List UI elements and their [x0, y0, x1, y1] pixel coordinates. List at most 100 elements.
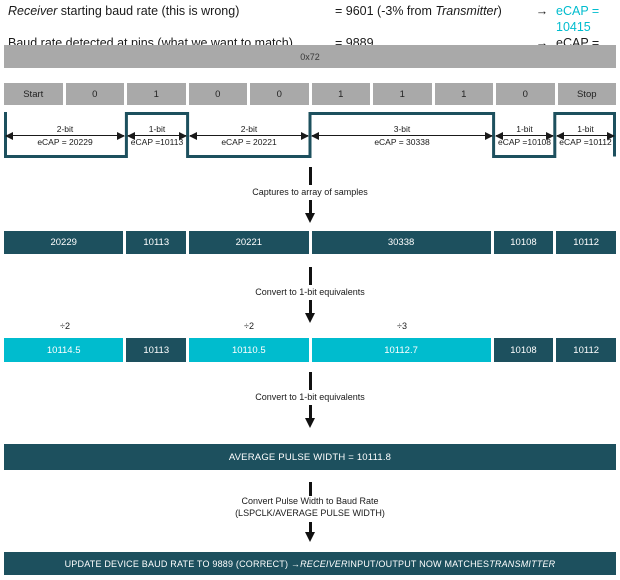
header-line-receiver: Receiver starting baud rate (this is wro… — [8, 3, 616, 35]
sample-cell: 10108 — [493, 231, 554, 254]
final-bar-mid: INPUT/OUTPUT NOW MATCHES — [347, 558, 490, 569]
flow-label-line2: (LSPCLK/AVERAGE PULSE WIDTH) — [235, 508, 385, 518]
capture-span-3: 2-bit eCAP = 20221 — [188, 122, 310, 150]
capture-span-6: 1-bit eCAP =10112 — [555, 122, 616, 150]
bit-cell: 1 — [434, 83, 493, 105]
arrow-stem — [308, 522, 312, 532]
arrow-right-icon — [607, 131, 615, 140]
receiver-baud-value: = 9601 (-3% from Transmitter) — [335, 3, 528, 35]
span-arrow-line — [128, 135, 186, 136]
arrow-left-icon — [127, 131, 135, 140]
bit-cell: 0 — [496, 83, 555, 105]
arrow-down-icon — [305, 213, 315, 223]
span-arrow-line — [557, 135, 614, 136]
arrow-down-icon — [305, 313, 315, 323]
uart-waveform — [4, 112, 616, 158]
flow-label-line1: Convert Pulse Width to Baud Rate — [241, 496, 379, 506]
update-baud-rate-bar: UPDATE DEVICE BAUD RATE TO 9889 (CORRECT… — [4, 552, 616, 575]
span-bits-label: 1-bit — [516, 124, 533, 134]
span-ecap-label: eCAP =10113 — [130, 137, 184, 147]
bit-cell: 0 — [250, 83, 309, 105]
receiver-word: RECEIVER — [300, 558, 348, 569]
span-ecap-label: eCAP =10108 — [497, 137, 551, 147]
span-ecap-label: eCAP =10112 — [559, 137, 612, 147]
divide-label: ÷2 — [244, 321, 254, 331]
arrow-right-icon — [485, 131, 493, 140]
arrow-right-icon — [546, 131, 554, 140]
arrow-stem — [308, 372, 312, 390]
arrow-right-icon — [179, 131, 187, 140]
converted-cell: 10112 — [556, 338, 617, 362]
arrow-stem — [308, 267, 312, 285]
flow-label: Convert to 1-bit equivalents — [255, 392, 365, 402]
arrow-stem — [308, 405, 312, 418]
arrow-left-icon — [556, 131, 564, 140]
arrow-left-icon — [189, 131, 197, 140]
divide-label: ÷2 — [60, 321, 70, 331]
receiver-baud-description: Receiver starting baud rate (this is wro… — [8, 3, 335, 35]
converted-cell: 10114.5 — [4, 338, 124, 362]
right-arrow-icon: → — [535, 4, 549, 18]
transmitter-word: TRANSMITTER — [489, 558, 556, 569]
bit-cell-row: Start 0 1 0 0 1 1 1 0 Stop — [4, 83, 616, 105]
span-bits-label: 2-bit — [56, 124, 74, 134]
flow-arrow-convert-2: Convert to 1-bit equivalents — [0, 372, 620, 428]
arrow-stem — [308, 482, 312, 496]
flow-arrow-convert-1: Convert to 1-bit equivalents — [0, 267, 620, 323]
transmitter-word: Transmitter — [435, 4, 498, 18]
span-bits-label: 1-bit — [577, 124, 594, 134]
arrow-left-icon — [5, 131, 13, 140]
arrow-left-icon — [495, 131, 503, 140]
bit-cell: 1 — [311, 83, 370, 105]
arrow-down-icon — [305, 532, 315, 542]
arrow-right-icon — [117, 131, 125, 140]
sample-cell: 10113 — [126, 231, 187, 254]
span-ecap-label: eCAP = 30338 — [374, 137, 430, 147]
arrow-stem — [308, 167, 312, 185]
span-arrow-line — [496, 135, 553, 136]
capture-span-4: 3-bit eCAP = 30338 — [310, 122, 494, 150]
receiver-desc-rest: starting baud rate (this is wrong) — [57, 4, 240, 18]
receiver-word: Receiver — [8, 4, 58, 18]
bit-cell-start: Start — [4, 83, 63, 105]
capture-span-2: 1-bit eCAP =10113 — [126, 122, 188, 150]
arrow-down-icon — [305, 418, 315, 428]
flow-arrow-capture: Captures to array of samples — [0, 167, 620, 223]
sample-cell: 20221 — [189, 231, 309, 254]
arrow-stem — [308, 300, 312, 313]
divide-label: ÷3 — [397, 321, 407, 331]
flow-arrow-baud: Convert Pulse Width to Baud Rate (LSPCLK… — [0, 482, 620, 542]
converted-cell: 10108 — [493, 338, 554, 362]
bit-cell-stop: Stop — [557, 83, 616, 105]
span-arrow-line — [6, 135, 124, 136]
sample-cell: 30338 — [311, 231, 491, 254]
sample-array-row: 20229 10113 20221 30338 10108 10112 — [4, 231, 617, 254]
arrow-left-icon — [311, 131, 319, 140]
span-ecap-label: eCAP = 20229 — [37, 137, 93, 147]
receiver-value-post: ) — [497, 4, 502, 18]
converted-array-row: 10114.5 10113 10110.5 10112.7 10108 1011… — [4, 338, 617, 362]
arrow-stem — [308, 200, 312, 213]
flow-label: Convert to 1-bit equivalents — [255, 287, 365, 297]
flow-label: Captures to array of samples — [252, 187, 368, 197]
receiver-ecap-value: eCAP = 10415 — [556, 4, 600, 34]
converted-cell: 10112.7 — [311, 338, 491, 362]
bit-cell: 0 — [65, 83, 124, 105]
capture-span-1: 2-bit eCAP = 20229 — [4, 122, 126, 150]
byte-value-bar: 0x72 — [4, 45, 616, 68]
final-bar-pre: UPDATE DEVICE BAUD RATE TO 9889 (CORRECT… — [64, 558, 301, 569]
receiver-value-pre: = 9601 (-3% from — [335, 4, 436, 18]
sample-cell: 20229 — [4, 231, 124, 254]
arrow-right-icon — [301, 131, 309, 140]
span-bits-label: 2-bit — [240, 124, 258, 134]
bit-cell: 0 — [188, 83, 247, 105]
average-pulse-width-bar: AVERAGE PULSE WIDTH = 10111.8 — [4, 444, 616, 470]
span-ecap-label: eCAP = 20221 — [221, 137, 277, 147]
sample-cell: 10112 — [556, 231, 617, 254]
waveform-trace — [4, 112, 616, 158]
converted-cell: 10110.5 — [189, 338, 309, 362]
span-arrow-line — [312, 135, 492, 136]
span-bits-label: 3-bit — [393, 124, 411, 134]
span-bits-label: 1-bit — [148, 124, 166, 134]
